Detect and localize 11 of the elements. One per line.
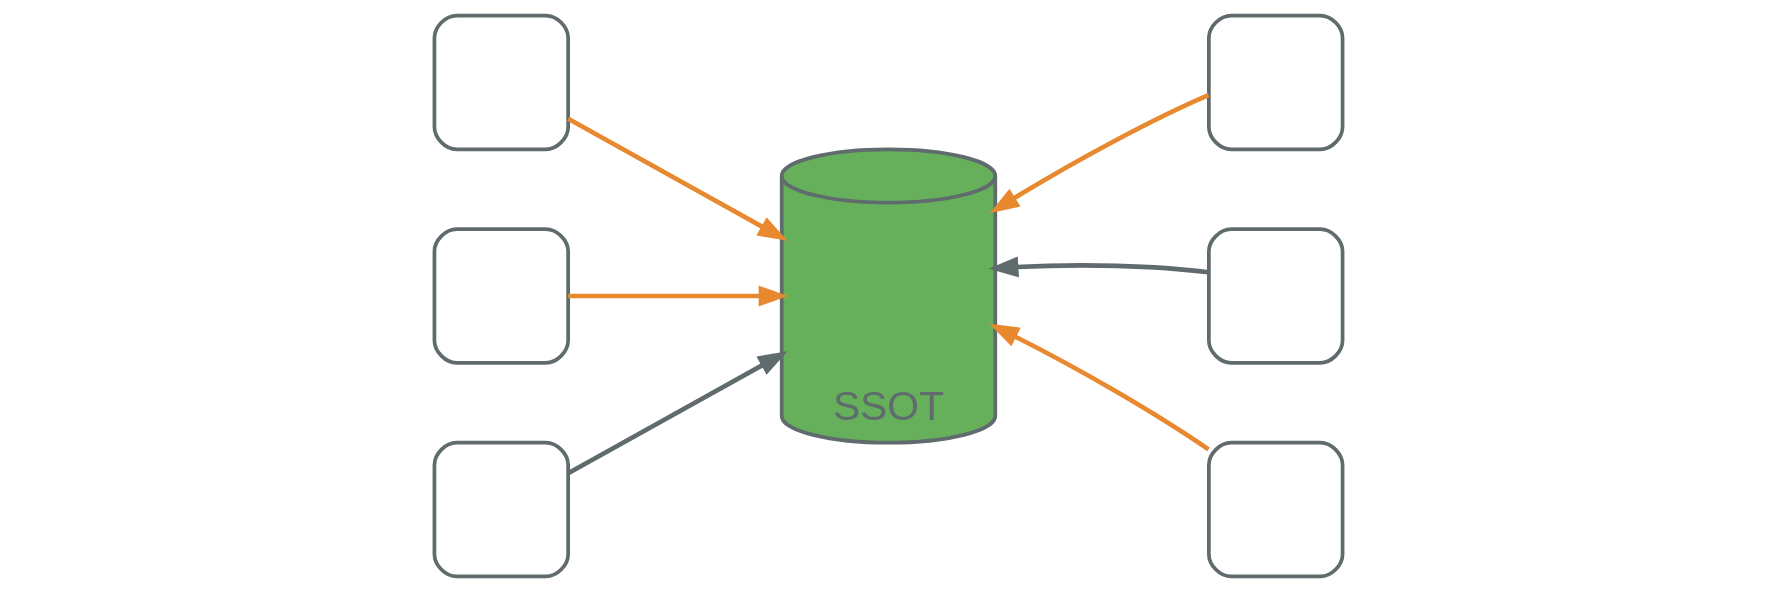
node-box — [1206, 227, 1344, 365]
node-box — [432, 13, 570, 152]
arrow — [988, 256, 1209, 278]
node-box — [432, 227, 570, 365]
node-box — [1206, 440, 1344, 579]
arrow — [566, 116, 788, 241]
node-box — [432, 440, 570, 579]
arrow — [988, 323, 1210, 452]
arrow — [567, 285, 788, 307]
arrow — [989, 92, 1209, 214]
node-box — [1206, 13, 1344, 152]
